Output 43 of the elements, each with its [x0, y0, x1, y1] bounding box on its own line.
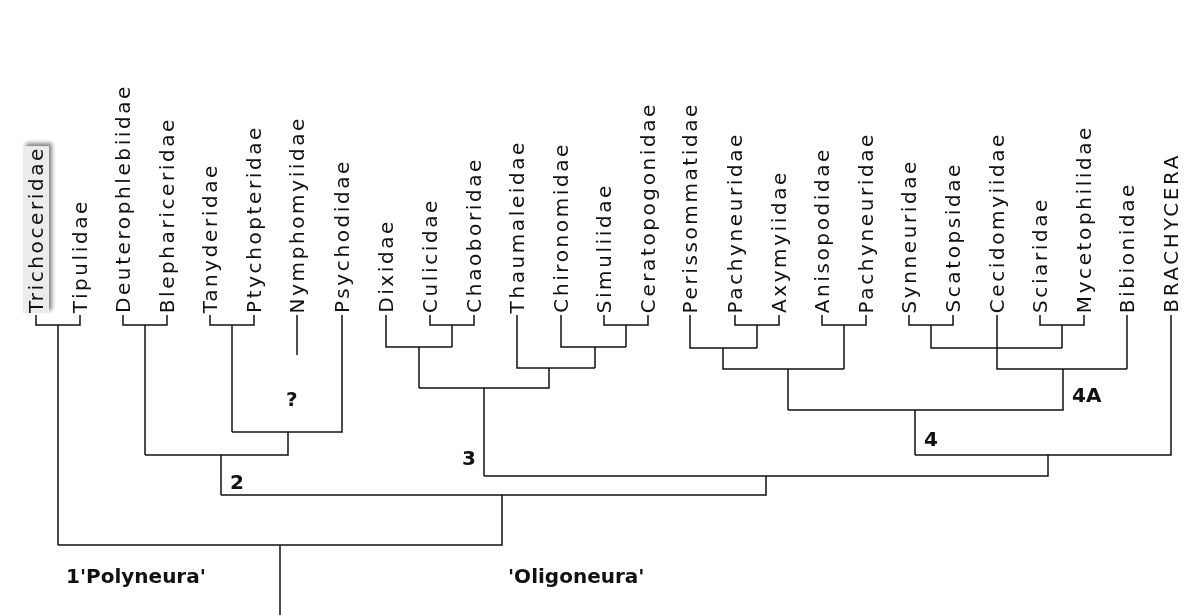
bracket-line	[209, 314, 255, 326]
taxon-label: Sciaridae	[1027, 197, 1053, 313]
clade-label: 1'Polyneura'	[66, 565, 206, 587]
taxon-label: Tipulidae	[67, 198, 93, 313]
clade-label: ?	[286, 388, 298, 410]
bracket-line	[122, 314, 168, 326]
taxon-label: Blephariceridae	[154, 116, 180, 313]
taxon-label: Tanyderidae	[197, 162, 223, 313]
bracket-line	[908, 314, 954, 326]
taxon-label: Ceratopogonidae	[635, 101, 661, 313]
taxon-label: Mycetophilidae	[1071, 124, 1097, 313]
clade-label: 3	[462, 447, 476, 469]
taxon-label: Pachyneuridae	[853, 131, 879, 313]
taxon-label: Axymyiidae	[766, 169, 792, 313]
taxon-label: Chironomidae	[548, 142, 574, 313]
taxon-label: Scatopsidae	[940, 162, 966, 313]
bracket-line	[734, 314, 780, 326]
taxon-label: Cecidomyiidae	[984, 131, 1010, 313]
bracket-line	[429, 314, 475, 326]
bracket-line	[1039, 314, 1085, 326]
taxon-label: Pachyneuridae	[722, 131, 748, 313]
clade-label: 4	[924, 428, 938, 450]
bracket-line	[35, 314, 81, 326]
taxon-label: Synneuridae	[896, 158, 922, 313]
taxon-label: Simuliidae	[591, 182, 617, 313]
taxon-label: Dixidae	[373, 219, 399, 313]
taxon-label: Perissommatidae	[677, 101, 703, 313]
clade-label: 'Oligoneura'	[508, 565, 645, 587]
bracket-line	[821, 314, 867, 326]
taxon-label: BRACHYCERA	[1158, 153, 1184, 313]
taxon-label: Trichoceridae	[23, 145, 49, 313]
taxon-label: Anisopodidae	[809, 146, 835, 313]
taxon-label: Chaoboridae	[461, 157, 487, 313]
taxon-label: Bibionidae	[1114, 181, 1140, 313]
taxon-label: Psychodidae	[329, 159, 355, 313]
taxon-label: Ptychopteridae	[241, 125, 267, 313]
taxon-label: Thaumaleidae	[504, 139, 530, 313]
taxon-label: Culicidae	[417, 198, 443, 313]
clade-label: 2	[230, 471, 244, 493]
taxon-label: Deuterophlebiidae	[110, 83, 136, 313]
clade-label: 4A	[1072, 384, 1102, 406]
taxon-label: Nymphomyiidae	[284, 115, 310, 313]
bracket-line	[603, 314, 649, 326]
